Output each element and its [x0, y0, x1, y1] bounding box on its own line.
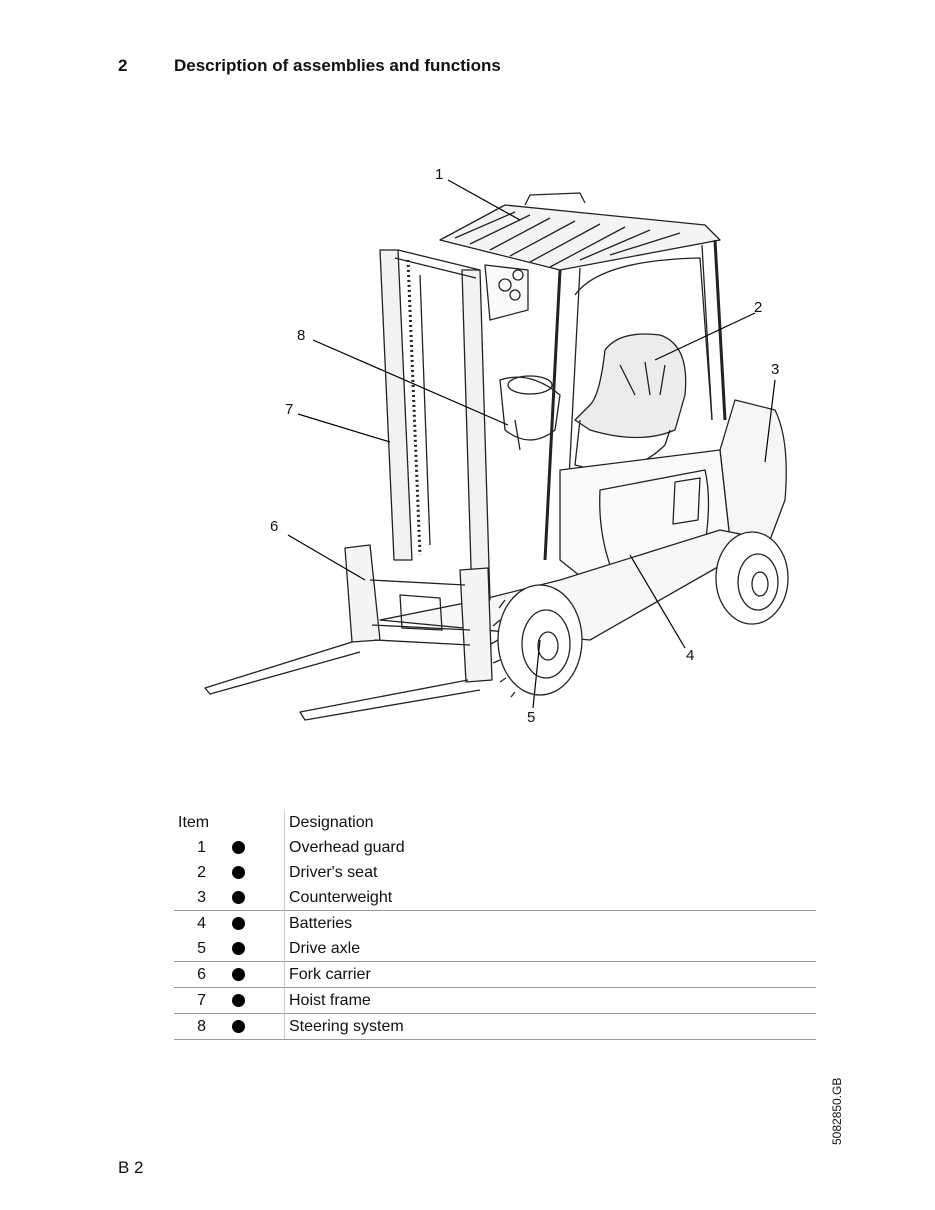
item-designation: Hoist frame: [284, 987, 816, 1014]
overhead-guard: [439, 204, 721, 271]
rear-wheel: [715, 531, 789, 625]
item-designation: Steering system: [284, 1013, 816, 1040]
item-designation: Driver's seat: [289, 863, 378, 881]
bullet: [232, 885, 285, 911]
section-number: 2: [118, 56, 128, 75]
item-number: 1: [197, 838, 206, 856]
bullet: [232, 936, 285, 962]
callout-5: 5: [527, 709, 536, 726]
bullet-dot-icon: [232, 916, 245, 930]
item-designation: Overhead guard: [289, 838, 405, 856]
table-row: 3 Counterweight: [174, 885, 816, 911]
bullet-dot-icon: [232, 1019, 245, 1033]
bullet-dot-icon: [232, 840, 245, 854]
callout-4: 4: [686, 647, 695, 664]
table-row: 1 Overhead guard: [174, 835, 816, 860]
bullet-dot-icon: [232, 865, 245, 879]
bullet: [232, 910, 285, 936]
document-id: 5082850.GB: [830, 1077, 844, 1145]
designation-table: Item Designation 1 Overhead guard 2 Driv…: [174, 810, 816, 1040]
bullet: [232, 1013, 285, 1040]
counterweight: [719, 399, 787, 541]
section-title: Description of assemblies and functions: [174, 56, 501, 75]
bullet: [232, 860, 285, 885]
item-number: 3: [197, 888, 206, 906]
item-designation: Counterweight: [289, 888, 393, 906]
table-row: 8 Steering system: [174, 1013, 816, 1040]
item-number: 6: [174, 961, 232, 988]
callout-2: 2: [754, 299, 763, 316]
callout-1: 1: [435, 166, 444, 183]
callout-7: 7: [285, 401, 294, 418]
bullet-dot-icon: [232, 890, 245, 904]
item-designation: Drive axle: [289, 939, 361, 957]
item-column-header: Item: [174, 810, 285, 835]
table-row: 4 Batteries: [174, 910, 816, 936]
section-heading: 2 Description of assemblies and functions: [118, 56, 501, 76]
item-number: 7: [174, 987, 232, 1014]
page-number: B 2: [118, 1158, 144, 1177]
forklift-illustration: [204, 179, 789, 721]
table-header-row: Item Designation: [174, 810, 816, 835]
table-row: 5 Drive axle: [174, 936, 816, 962]
item-designation: Fork carrier: [284, 961, 816, 988]
fork-carrier: [344, 544, 381, 643]
bullet-dot-icon: [232, 941, 245, 955]
item-number: 2: [197, 863, 206, 881]
bullet-dot-icon: [232, 967, 245, 981]
hoist-frame: [379, 249, 413, 561]
table-row: 2 Driver's seat: [174, 860, 816, 885]
item-number: 5: [197, 939, 206, 957]
bullet: [232, 987, 285, 1014]
callout-3: 3: [771, 361, 780, 378]
bullet: [232, 961, 285, 988]
item-designation: Batteries: [284, 910, 816, 936]
table-row: 7 Hoist frame: [174, 987, 816, 1014]
callout-8: 8: [297, 327, 306, 344]
bullet-dot-icon: [232, 993, 245, 1007]
bullet: [232, 835, 285, 860]
callout-6: 6: [270, 518, 279, 535]
table-row: 6 Fork carrier: [174, 961, 816, 988]
item-number: 8: [174, 1013, 232, 1040]
designation-column-header: Designation: [289, 813, 374, 831]
item-number: 4: [174, 910, 232, 936]
